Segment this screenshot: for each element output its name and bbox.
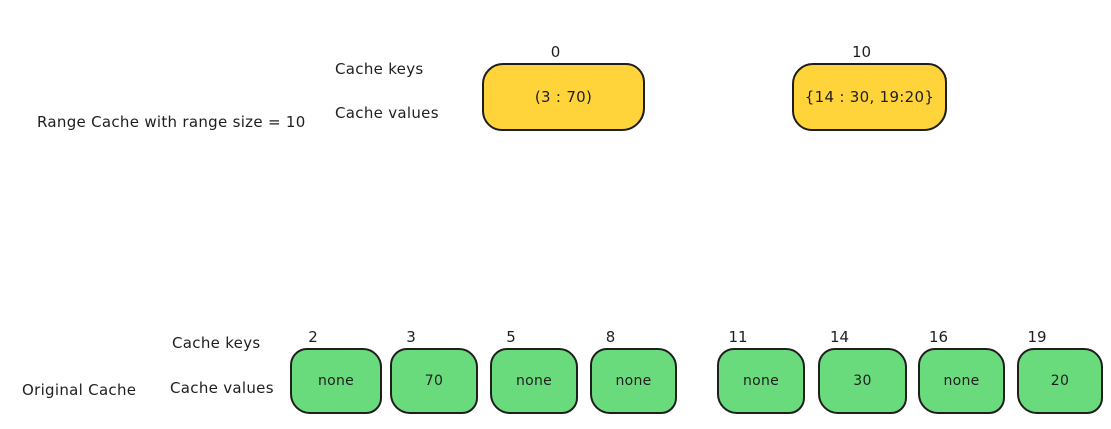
range-cache-key: 0: [550, 43, 561, 61]
original-cache-values-label: Cache values: [170, 379, 274, 397]
original-cache-entry: 3 70: [390, 327, 478, 414]
original-cache-key: 3: [406, 328, 416, 346]
original-cache-key: 5: [506, 328, 516, 346]
original-cache-value: none: [742, 373, 780, 389]
range-cache-value: {14 : 30, 19:20}: [804, 88, 935, 106]
range-cache-title: Range Cache with range size = 10: [37, 113, 306, 131]
range-cache-values-label: Cache values: [335, 104, 439, 122]
original-cache-entry: 5 none: [490, 327, 578, 414]
range-cache-entry: 0 (3 : 70): [482, 42, 645, 131]
original-cache-value: 70: [424, 373, 444, 389]
original-cache-entry: 8 none: [590, 327, 677, 414]
original-cache-box: none: [918, 348, 1005, 414]
original-cache-key: 16: [928, 328, 949, 346]
range-cache-box: {14 : 30, 19:20}: [792, 63, 947, 131]
original-cache-entry: 14 30: [818, 327, 907, 414]
original-cache-value: none: [615, 373, 652, 389]
original-cache-entry: 16 none: [918, 327, 1005, 414]
original-cache-key: 8: [605, 328, 616, 346]
range-cache-key: 10: [851, 43, 872, 61]
original-cache-key: 2: [308, 328, 318, 346]
original-cache-box: none: [290, 348, 382, 414]
original-cache-entry: 19 20: [1017, 327, 1103, 414]
original-cache-box: 70: [390, 348, 478, 414]
original-cache-key: 11: [728, 328, 748, 346]
original-cache-box: none: [590, 348, 677, 414]
original-cache-box: none: [717, 348, 805, 414]
original-cache-key: 19: [1027, 328, 1047, 346]
original-cache-title: Original Cache: [22, 381, 137, 399]
range-cache-keys-label: Cache keys: [335, 60, 424, 78]
original-cache-value: none: [943, 373, 980, 389]
original-cache-value: 20: [1050, 373, 1070, 389]
original-cache-entry: 11 none: [717, 327, 805, 414]
range-cache-value: (3 : 70): [534, 88, 593, 106]
original-cache-value: none: [515, 373, 553, 389]
original-cache-value: 30: [853, 373, 872, 389]
original-cache-box: none: [490, 348, 578, 414]
original-cache-keys-label: Cache keys: [172, 334, 261, 352]
original-cache-value: none: [317, 373, 355, 389]
original-cache-key: 14: [829, 328, 850, 346]
original-cache-box: 20: [1017, 348, 1103, 414]
original-cache-box: 30: [818, 348, 907, 414]
original-cache-entry: 2 none: [290, 327, 382, 414]
range-cache-box: (3 : 70): [482, 63, 645, 131]
range-cache-entry: 10 {14 : 30, 19:20}: [792, 42, 947, 131]
